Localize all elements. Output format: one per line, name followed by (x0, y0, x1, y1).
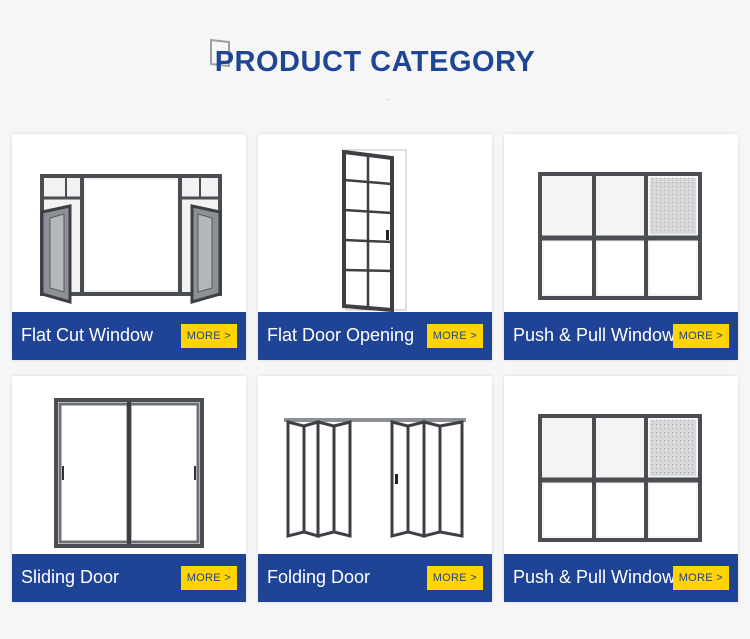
product-card-bar: Push & Pull Window MORE > (504, 312, 738, 360)
glass-door-icon (342, 149, 407, 312)
product-name: Folding Door (267, 567, 371, 587)
product-card[interactable]: Push & Pull Window MORE > (504, 134, 738, 360)
product-image (12, 376, 246, 554)
product-card[interactable]: Flat Door Opening MORE > (258, 134, 492, 360)
product-card-bar: Sliding Door MORE > (12, 554, 246, 602)
more-button[interactable]: MORE > (672, 566, 729, 590)
product-image (504, 134, 738, 312)
sliding-door-icon (54, 398, 204, 548)
product-card-bar: Push & Pull Window MORE > (504, 554, 738, 602)
product-name: Flat Cut Window (21, 325, 154, 345)
divider (387, 99, 390, 100)
product-image (258, 376, 492, 554)
more-button[interactable]: MORE > (180, 566, 237, 590)
sliding-window-icon (538, 414, 702, 542)
product-name: Push & Pull Window (513, 325, 676, 345)
product-card[interactable]: Push & Pull Window MORE > (504, 376, 738, 602)
product-card[interactable]: Sliding Door MORE > (12, 376, 246, 602)
more-button[interactable]: MORE > (672, 324, 729, 348)
product-card-bar: Flat Cut Window MORE > (12, 312, 246, 360)
product-image (12, 134, 246, 312)
product-card-bar: Flat Door Opening MORE > (258, 312, 492, 360)
product-image (258, 134, 492, 312)
more-button[interactable]: MORE > (180, 324, 237, 348)
product-image (504, 376, 738, 554)
product-card[interactable]: Folding Door MORE > (258, 376, 492, 602)
header: PRODUCT CATEGORY (0, 0, 750, 110)
product-name: Push & Pull Window (513, 567, 676, 587)
frame-icon (210, 38, 230, 68)
product-name: Flat Door Opening (267, 325, 415, 345)
more-button[interactable]: MORE > (426, 324, 483, 348)
product-card-bar: Folding Door MORE > (258, 554, 492, 602)
product-card[interactable]: Flat Cut Window MORE > (12, 134, 246, 360)
bifold-door-icon (284, 418, 466, 538)
more-button[interactable]: MORE > (426, 566, 483, 590)
casement-window-icon (40, 174, 222, 304)
sliding-window-icon (538, 172, 702, 300)
product-name: Sliding Door (21, 567, 120, 587)
page-title: PRODUCT CATEGORY (214, 46, 536, 78)
